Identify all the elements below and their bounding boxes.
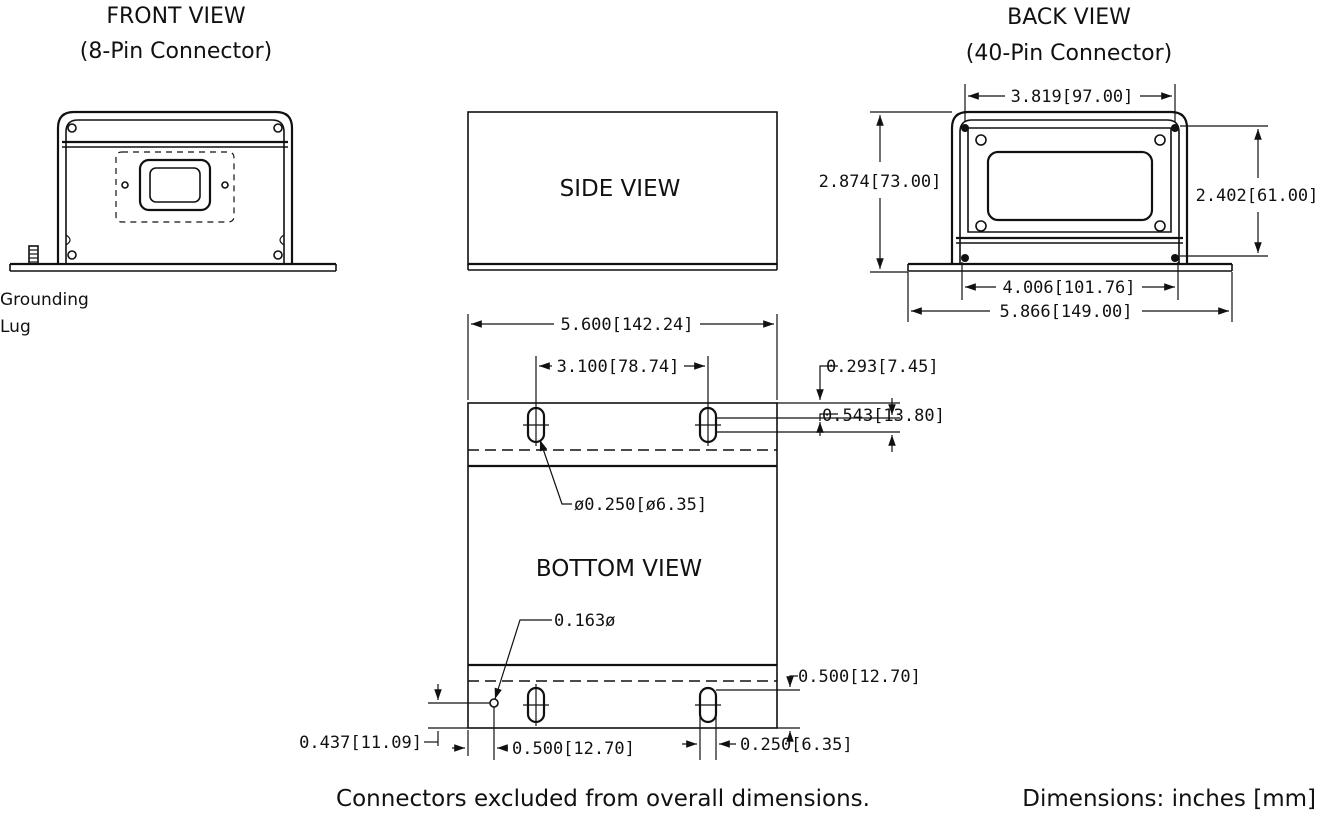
40-pin-connector xyxy=(986,150,1154,222)
dim-back-mid-width: 4.006[101.76] xyxy=(1002,278,1135,298)
dim-back-right-height: 2.402[61.00] xyxy=(1196,186,1319,206)
connectors-note: Connectors excluded from overall dimensi… xyxy=(336,786,870,812)
dim-back-left-height: 2.874[73.00] xyxy=(819,172,942,192)
side-view-label: SIDE VIEW xyxy=(560,176,681,202)
side-view: SIDE VIEW xyxy=(467,111,778,271)
dim-bottom-hole-x: 0.500[12.70] xyxy=(512,739,635,759)
dim-bottom-overall-width: 5.600[142.24] xyxy=(560,315,693,335)
dim-back-overall-width: 5.866[149.00] xyxy=(999,302,1132,322)
front-view-title: FRONT VIEW xyxy=(106,4,246,29)
dim-bottom-hole-height: 0.437[11.09] xyxy=(299,733,422,753)
back-view-enclosure xyxy=(907,110,1233,272)
dim-bottom-slot-spacing: 3.100[78.74] xyxy=(557,357,680,377)
dim-bottom-hole-diameter: ø0.250[ø6.35] xyxy=(574,495,707,515)
grounding-lug-label-2: Lug xyxy=(0,317,31,337)
front-view-subtitle: (8-Pin Connector) xyxy=(80,39,272,64)
front-view-enclosure xyxy=(9,110,337,272)
units-note: Dimensions: inches [mm] xyxy=(1022,786,1316,812)
grounding-lug xyxy=(28,245,39,265)
bottom-view-label: BOTTOM VIEW xyxy=(536,556,702,582)
dim-bottom-slot-length: 0.543[13.80] xyxy=(822,406,945,426)
dim-bottom-bottom-offset: 0.500[12.70] xyxy=(798,667,921,687)
dim-bottom-small-hole: 0.163ø xyxy=(554,611,615,631)
back-view: BACK VIEW (40-Pin Connector) xyxy=(819,5,1319,322)
front-view: FRONT VIEW (8-Pin Connector) xyxy=(0,4,337,337)
bottom-mounting-slots xyxy=(523,684,721,726)
small-hole xyxy=(489,698,499,708)
dim-back-top-width: 3.819[97.00] xyxy=(1011,87,1134,107)
back-view-subtitle: (40-Pin Connector) xyxy=(966,41,1172,66)
dim-bottom-top-offset: 0.293[7.45] xyxy=(826,357,939,377)
back-view-title: BACK VIEW xyxy=(1007,5,1131,30)
grounding-lug-label: Grounding xyxy=(0,290,89,310)
8-pin-connector xyxy=(121,158,229,212)
bottom-view: 5.600[142.24] 3.100[78.74] xyxy=(299,314,945,760)
dim-bottom-slot-width: 0.250[6.35] xyxy=(740,735,853,755)
top-mounting-slots xyxy=(523,404,721,446)
